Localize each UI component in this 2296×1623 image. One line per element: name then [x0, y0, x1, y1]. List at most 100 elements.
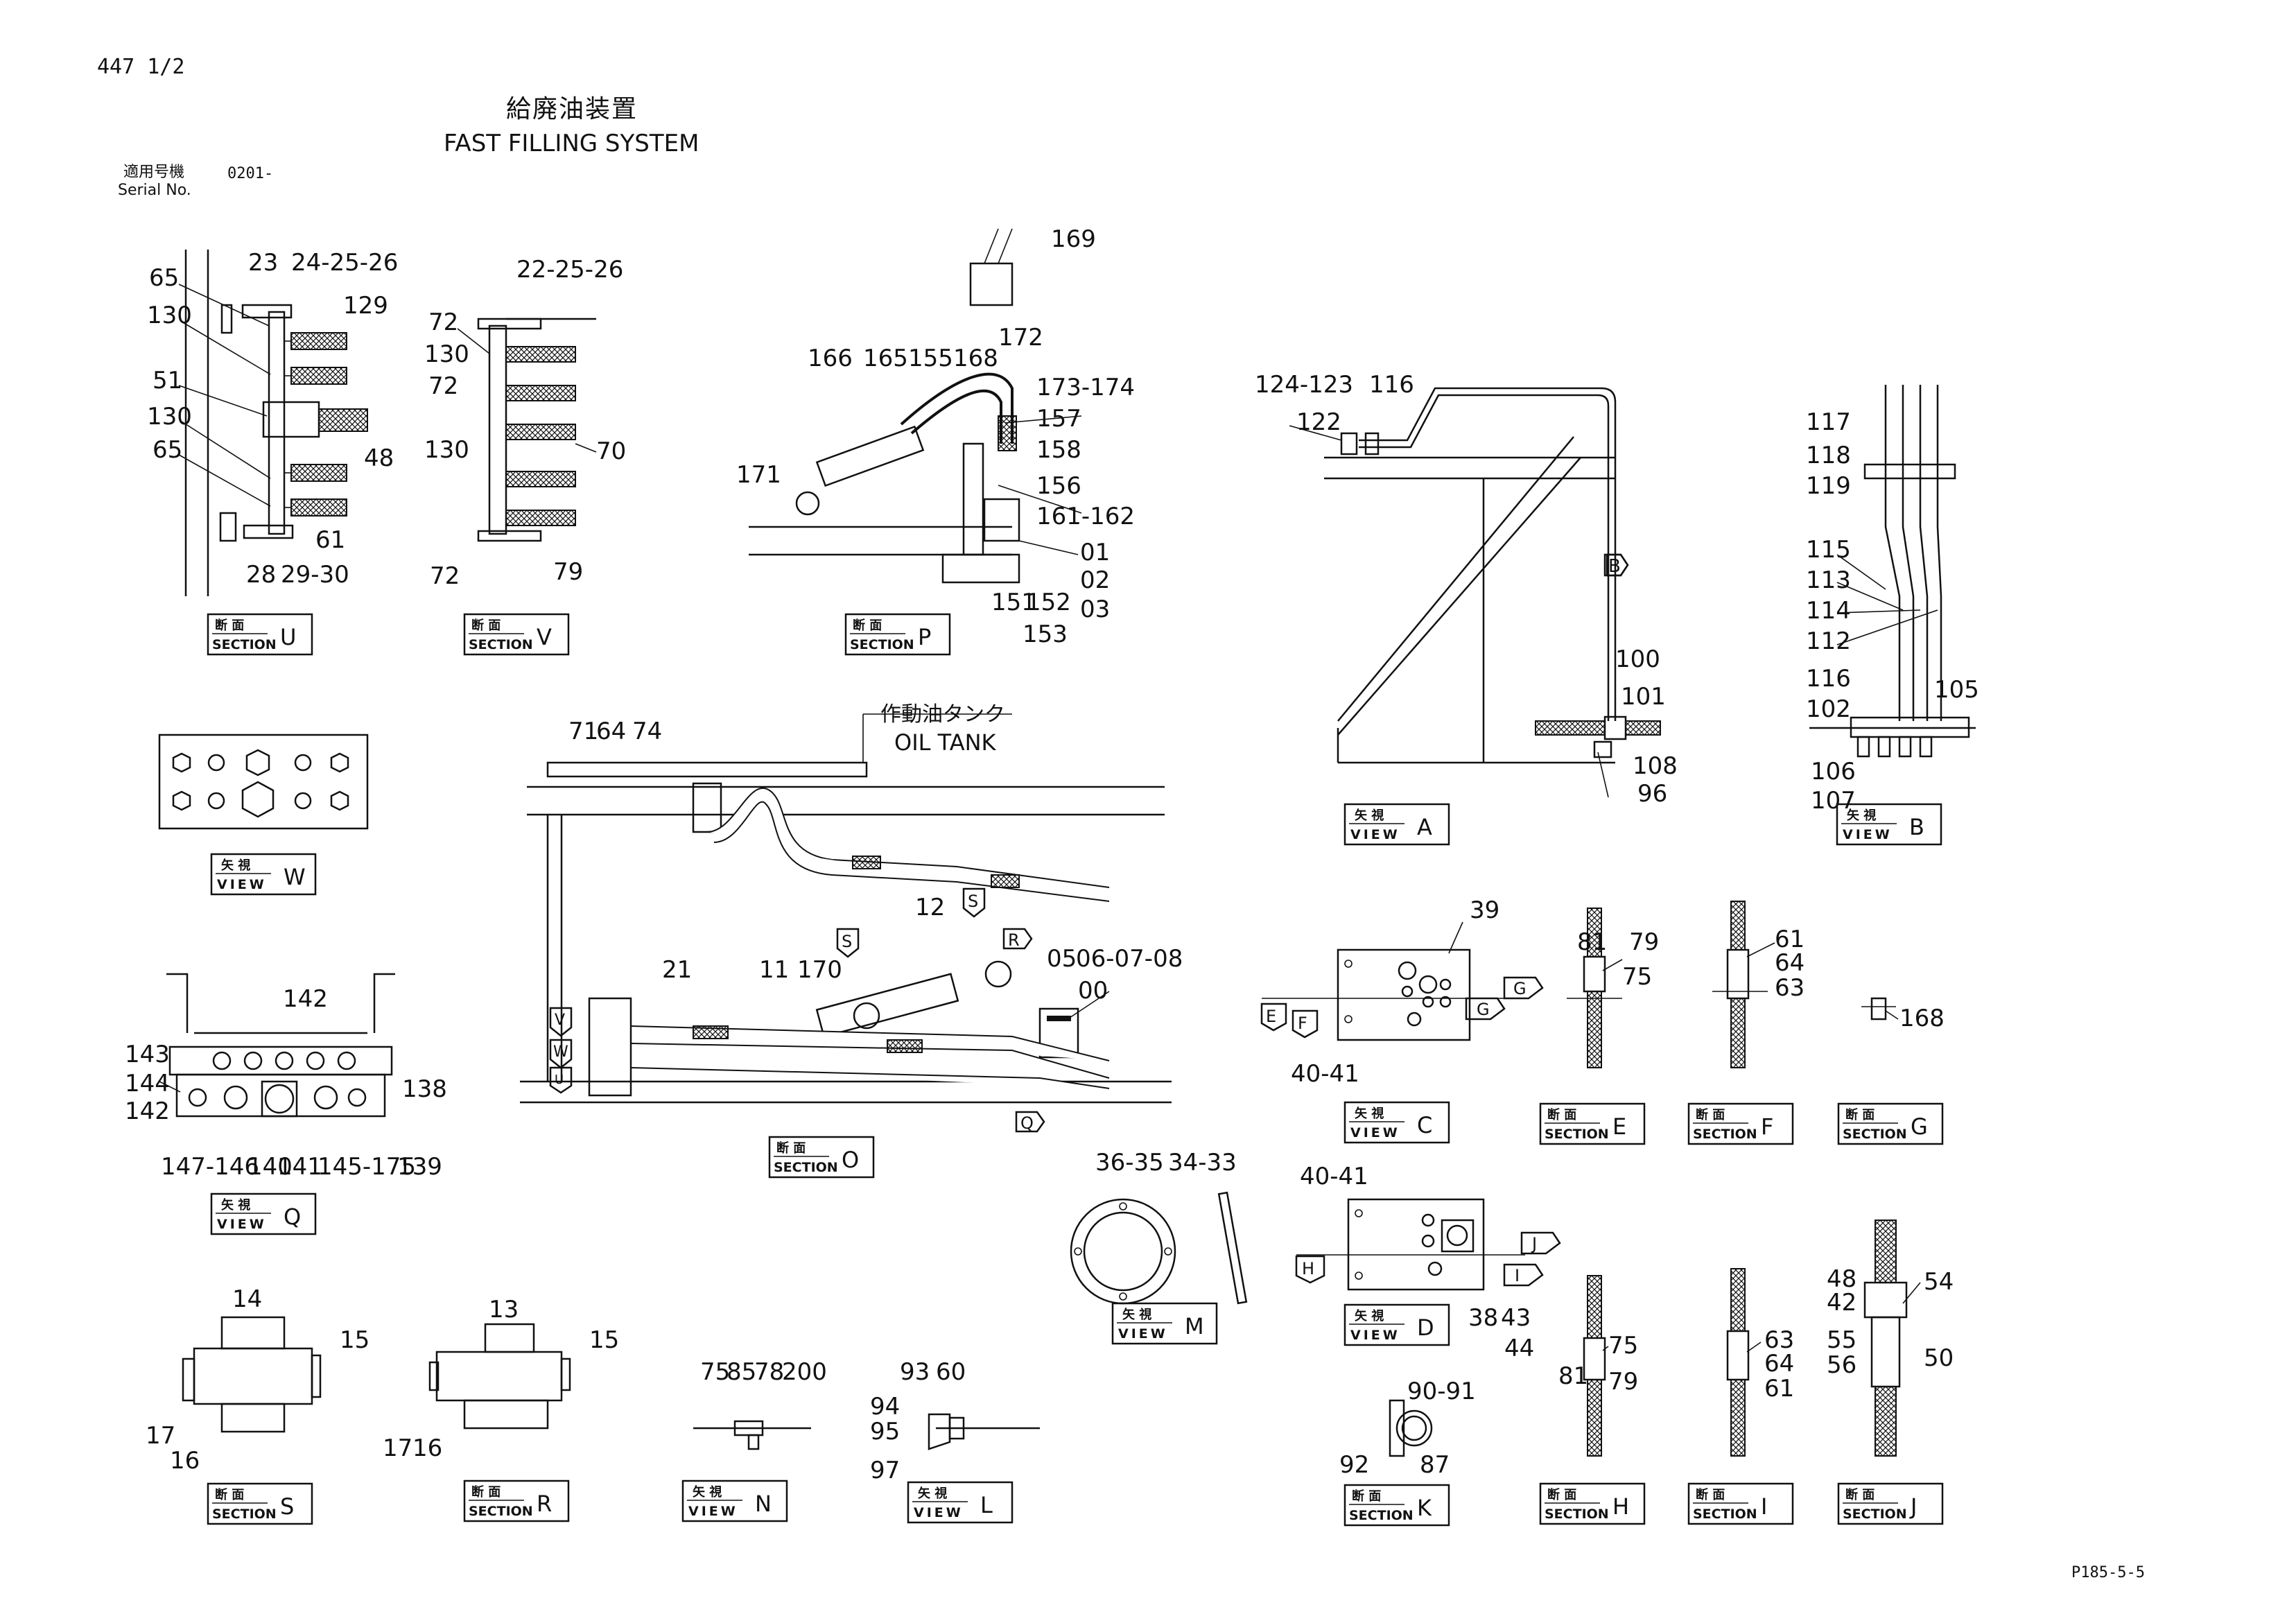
part-label: 55 [1827, 1326, 1856, 1354]
caption-view-m: 矢 視 VIEW M [1111, 1302, 1218, 1345]
part-label: 93 [900, 1358, 930, 1386]
svg-text:SECTION: SECTION [850, 637, 914, 652]
part-label: 112 [1806, 627, 1851, 655]
part-label: 65 [153, 436, 182, 464]
part-label: 29-30 [281, 561, 349, 589]
part-label: 130 [424, 436, 469, 464]
caption-section-o: 断 面 SECTION O [768, 1136, 875, 1179]
section-v-drawing [477, 318, 596, 542]
svg-text:矢 視: 矢 視 [221, 1197, 250, 1213]
svg-text:SECTION: SECTION [1545, 1507, 1609, 1522]
part-label: 39 [1470, 896, 1499, 924]
arrow-letter: U [555, 1073, 564, 1087]
caption-section-j: 断 面 SECTION J [1837, 1482, 1944, 1525]
part-label: 16 [412, 1434, 442, 1462]
part-label: 168 [953, 345, 998, 372]
caption-section-f: 断 面 SECTION F [1687, 1102, 1794, 1145]
part-label: 166 [808, 345, 853, 372]
part-label: 81 [1577, 928, 1607, 956]
svg-text:G: G [1911, 1113, 1928, 1140]
part-label: 60 [936, 1358, 966, 1386]
part-label: 138 [402, 1075, 447, 1103]
caption-section-k: 断 面 SECTION K [1343, 1484, 1450, 1527]
svg-text:L: L [980, 1492, 993, 1518]
svg-text:断 面: 断 面 [1845, 1107, 1875, 1122]
title-japanese: 給廃油装置 [506, 95, 638, 123]
svg-text:M: M [1185, 1313, 1204, 1339]
part-label: 116 [1369, 371, 1414, 399]
svg-text:C: C [1417, 1112, 1432, 1138]
svg-text:矢 視: 矢 視 [1122, 1307, 1151, 1322]
svg-text:矢 視: 矢 視 [1355, 1106, 1384, 1121]
part-label: 155 [908, 345, 953, 372]
part-label: 17 [383, 1434, 412, 1462]
svg-text:VIEW: VIEW [1350, 827, 1400, 842]
arrow-letter: J [1531, 1234, 1537, 1253]
arrow-letter: R [1008, 930, 1020, 950]
svg-text:矢 視: 矢 視 [1355, 1308, 1384, 1323]
part-label: 16 [170, 1447, 200, 1475]
svg-text:断 面: 断 面 [776, 1140, 806, 1156]
arrow-letter: Q [1020, 1113, 1034, 1133]
part-label: 72 [430, 562, 460, 590]
svg-text:VIEW: VIEW [688, 1504, 738, 1519]
part-label: 51 [153, 367, 182, 394]
part-label: 72 [428, 372, 458, 400]
page-title: FAST FILLING SYSTEM [444, 130, 699, 157]
section-h-i-j-drawings [1583, 1220, 1908, 1457]
part-label: 169 [1051, 225, 1096, 253]
part-label: 71 [568, 718, 598, 745]
part-label: 94 [870, 1393, 900, 1421]
view-d-drawing [1296, 1198, 1525, 1291]
caption-view-d: 矢 視 VIEW D [1343, 1303, 1450, 1346]
part-label: 61 [1775, 926, 1804, 953]
part-label: 144 [125, 1070, 170, 1097]
svg-text:VIEW: VIEW [1350, 1328, 1400, 1343]
part-label: 21 [662, 956, 692, 984]
caption-section-p: 断 面 SECTION P [844, 613, 951, 656]
caption-section-v: 断 面 SECTION V [463, 613, 570, 656]
part-label: 140 [247, 1153, 293, 1181]
part-label: 158 [1036, 436, 1081, 464]
part-label: 130 [424, 340, 469, 368]
part-label: 13 [489, 1296, 519, 1323]
part-label: 75 [700, 1358, 730, 1386]
serial-label-japanese: 適用号機 [123, 164, 185, 181]
part-label: 147-146 [161, 1153, 259, 1181]
part-label: 48 [1827, 1265, 1856, 1293]
part-label: 61 [1764, 1375, 1794, 1403]
arrow-flag [1503, 976, 1544, 1000]
section-p-drawing [749, 228, 1020, 584]
part-label: 54 [1924, 1268, 1954, 1296]
part-label: 63 [1775, 974, 1804, 1002]
part-label: 40-41 [1300, 1163, 1368, 1190]
part-label: 116 [1806, 665, 1851, 693]
part-label: 28 [246, 561, 276, 589]
arrow-flag [1465, 997, 1506, 1021]
part-label: 61 [315, 526, 345, 554]
svg-text:J: J [1909, 1493, 1917, 1520]
svg-text:断 面: 断 面 [853, 618, 882, 633]
part-label: 118 [1806, 442, 1851, 469]
part-label: 172 [998, 324, 1043, 351]
part-label: 12 [915, 894, 945, 921]
part-label: 165 [863, 345, 908, 372]
part-label: 113 [1806, 566, 1851, 594]
page-code: P185-5-5 [2071, 1564, 2145, 1581]
caption-section-e: 断 面 SECTION E [1539, 1102, 1646, 1145]
svg-text:矢 視: 矢 視 [1355, 808, 1384, 823]
arrow-letter: I [1515, 1266, 1520, 1285]
svg-text:VIEW: VIEW [217, 1217, 267, 1232]
part-label: 119 [1806, 472, 1851, 500]
svg-text:V: V [537, 624, 552, 650]
part-label: 101 [1621, 683, 1666, 711]
svg-text:SECTION: SECTION [212, 637, 277, 652]
svg-text:W: W [284, 864, 306, 890]
part-label: 64 [1775, 949, 1804, 977]
svg-text:A: A [1417, 814, 1432, 840]
svg-text:SECTION: SECTION [212, 1507, 277, 1522]
part-label: 11 [759, 956, 789, 984]
svg-text:SECTION: SECTION [1693, 1507, 1757, 1522]
part-label: 70 [596, 437, 626, 465]
arrow-letter: S [842, 932, 852, 951]
